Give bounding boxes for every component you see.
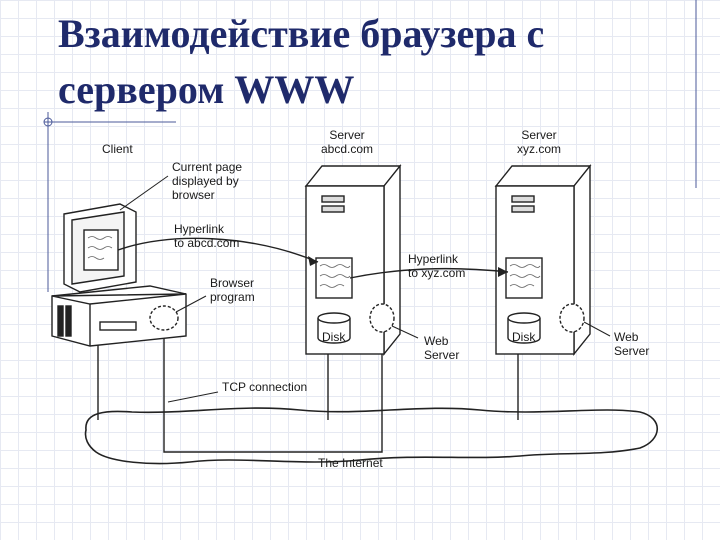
page-scribble-1	[319, 264, 351, 288]
page-scribble-2	[509, 264, 541, 288]
client-page-scribble	[87, 236, 113, 260]
label-pointers	[119, 175, 611, 403]
web-server-1-label: Web Server	[424, 334, 460, 362]
server-xyz-label: Server xyz.com	[516, 128, 561, 156]
slide-title: Взаимодействие браузера с сервером WWW	[58, 6, 678, 118]
server-xyz	[494, 164, 592, 356]
server-abcd	[304, 164, 402, 356]
hyperlink-arrow-xyz	[349, 267, 509, 279]
slide-title-line-2: сервером WWW	[58, 67, 355, 112]
disk-2-label: Disk	[512, 330, 536, 344]
current-page-label: Current page displayed by browser	[172, 160, 243, 202]
hyperlink-arrow-abcd	[117, 237, 319, 263]
hyperlink-arrows	[117, 237, 509, 279]
browser-program-label: Browser program	[210, 276, 255, 304]
client-label: Client	[102, 142, 133, 156]
hyperlink-xyz-label: Hyperlink to xyz.com	[408, 252, 466, 280]
slide-decoration	[43, 0, 697, 292]
slide-title-line-1: Взаимодействие браузера с	[58, 11, 545, 56]
internet-label: The Internet	[318, 456, 383, 470]
hyperlink-abcd-label: Hyperlink to abcd.com	[174, 222, 240, 250]
disk-1-label: Disk	[322, 330, 346, 344]
server-abcd-label: Server abcd.com	[320, 128, 374, 156]
web-server-2-label: Web Server	[614, 330, 650, 358]
tcp-connection-label: TCP connection	[222, 380, 308, 394]
client-computer	[51, 203, 187, 347]
internet-cloud	[84, 407, 658, 465]
